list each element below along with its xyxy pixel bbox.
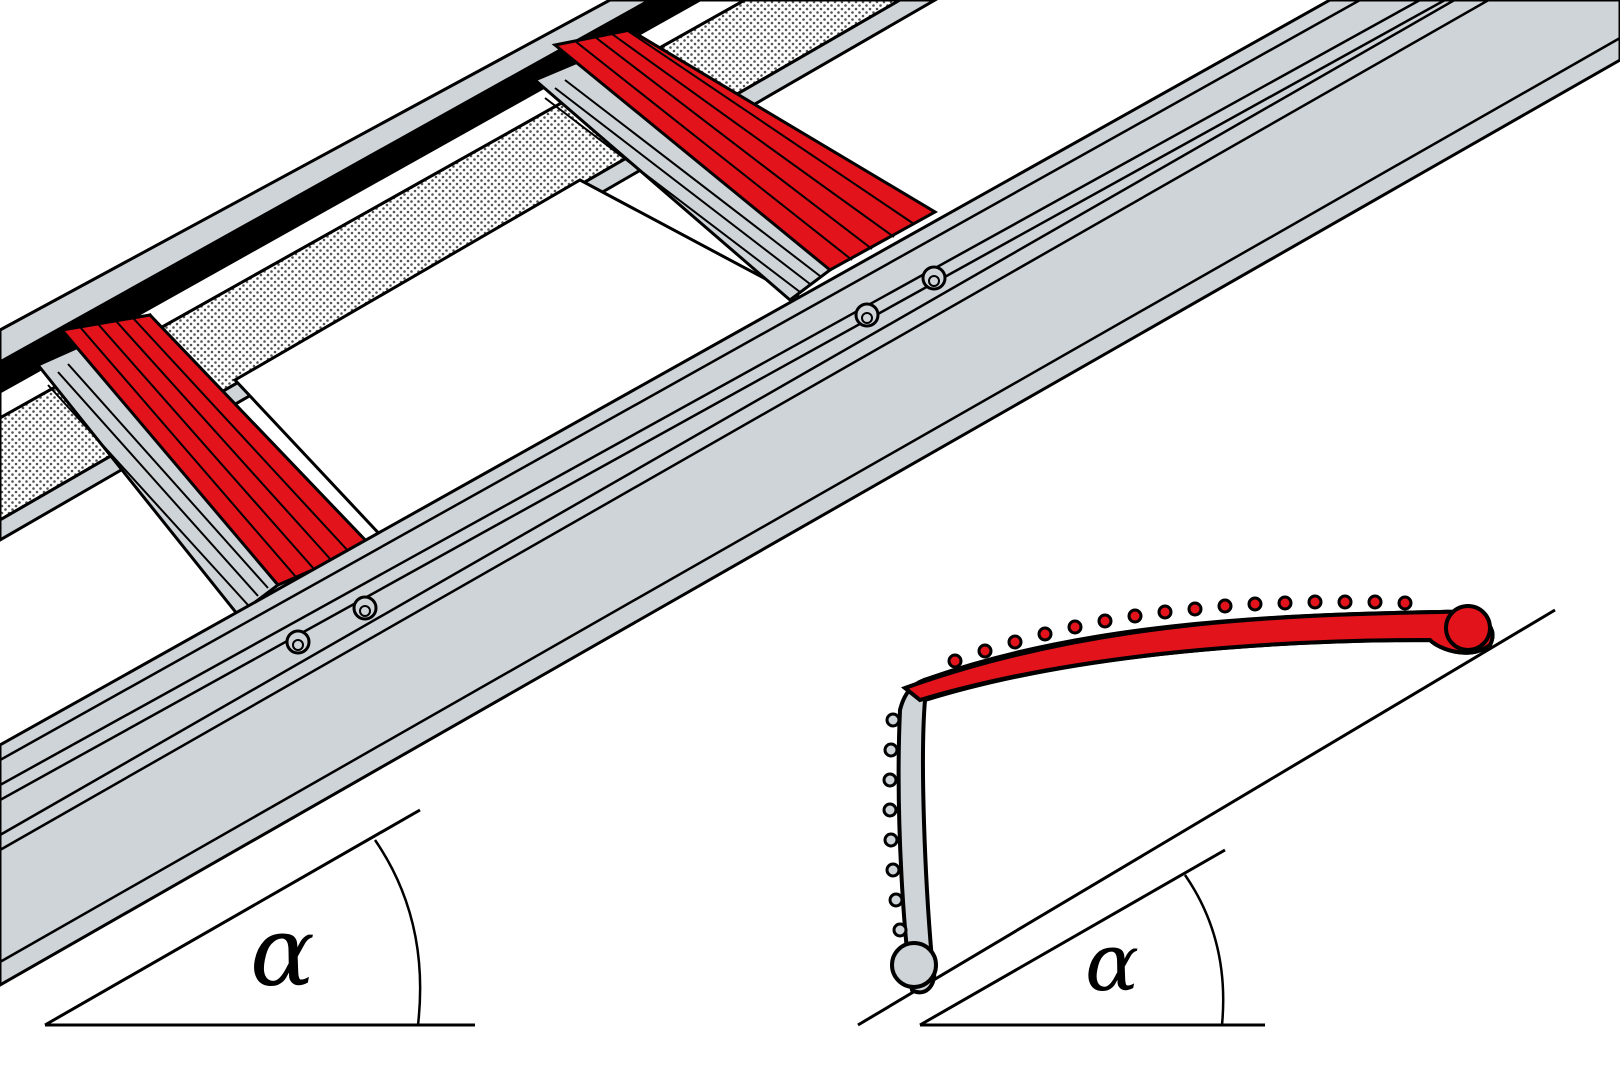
rivets-lower bbox=[285, 595, 378, 655]
angle-label-left: α bbox=[250, 896, 315, 1008]
profile-red-tread bbox=[900, 609, 1495, 703]
angle-label-right: α bbox=[1085, 916, 1139, 1009]
angle-indicator-left: α bbox=[44, 808, 475, 1027]
rung-lower bbox=[35, 313, 373, 618]
profile-slope-line bbox=[857, 608, 1556, 1027]
rung-upper bbox=[532, 28, 939, 302]
rivets-upper bbox=[854, 265, 947, 328]
rung-opening-left bbox=[0, 530, 135, 680]
red-tread-upper bbox=[551, 28, 939, 272]
front-rail bbox=[0, 0, 1620, 987]
angle-indicator-right: α bbox=[919, 848, 1265, 1027]
tread-profile bbox=[857, 594, 1556, 1027]
